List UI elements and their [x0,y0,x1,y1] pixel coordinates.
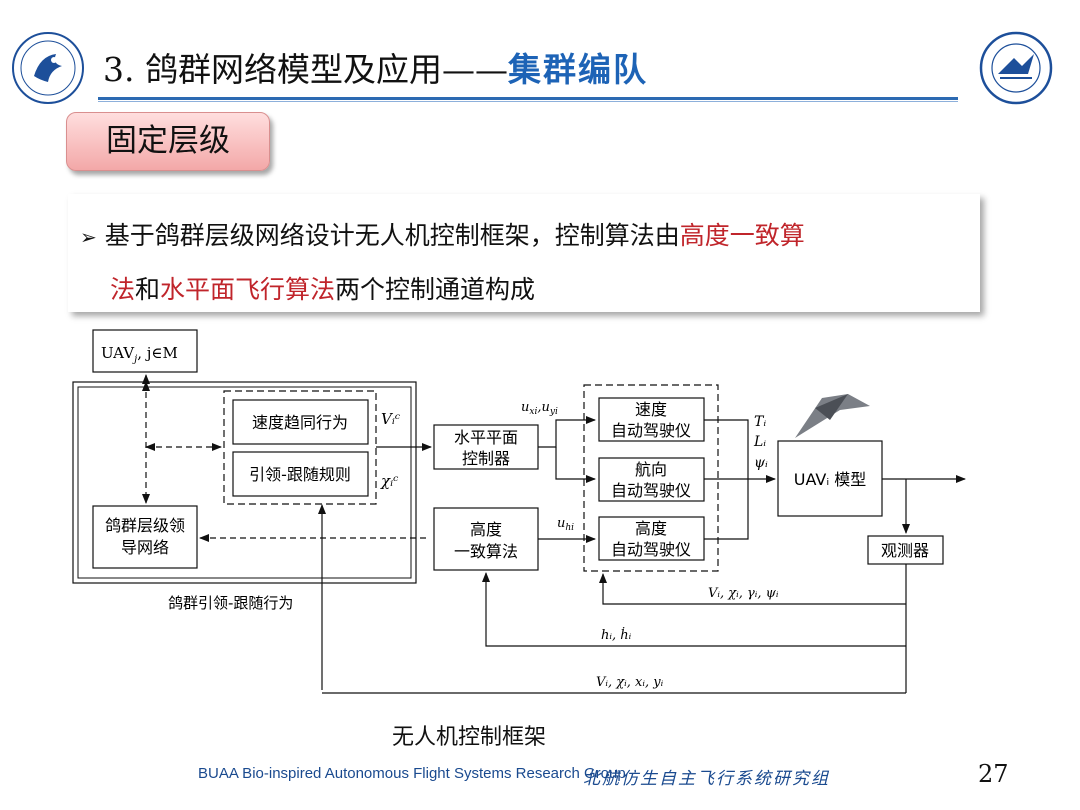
altitude-consensus-box [433,507,539,571]
diagram-caption: 无人机控制框架 [392,725,547,750]
vic-label: Vᵢᶜ [381,410,400,428]
uav-j-label: UAVj, j∈M [101,344,178,365]
page-title: 3. 鸽群网络模型及应用——集群编队 [103,43,648,91]
altitude-autopilot-label-1: 高度 [635,519,667,538]
title-text: 3. 鸽群网络模型及应用 [103,50,442,89]
speed-autopilot-box [598,397,705,442]
feedback-label-3: Vᵢ, χᵢ, xᵢ, yᵢ [596,675,664,690]
page-number: 27 [978,760,1009,788]
bullet-marker: ➢ [80,225,97,249]
leader-follower-label: 引领-跟随规则 [249,465,351,484]
horizontal-controller-label-2: 控制器 [462,449,510,468]
bullet-text-2: 和 [135,275,161,304]
uxy-label: uxi,uyi [521,400,558,417]
bullet-highlight-2: 法 [110,275,136,304]
thrust-label: Tᵢ [754,414,766,430]
speed-behavior-box [232,399,369,445]
line-altitude-out [704,479,749,540]
bullet-box: ➢ 基于鸽群层级网络设计无人机控制框架，控制算法由高度一致算 法和水平面飞行算法两… [68,194,980,312]
altitude-consensus-label-1: 高度 [470,520,502,539]
uav-model-box [777,440,883,517]
horizontal-controller-label-1: 水平平面 [454,428,518,447]
bullet-text-3: 两个控制通道构成 [335,275,536,304]
hierarchy-network-label-1: 鸽群层级领 [105,516,185,535]
arrow-to-heading-ap [555,447,596,483]
heading-autopilot-label-2: 自动驾驶仪 [611,481,691,500]
aircraft-icon [795,394,870,438]
feedback-to-autopilot [599,573,906,605]
title-subtitle: 集群编队 [507,50,648,89]
university-seal [978,30,1054,110]
altitude-consensus-label-2: 一致算法 [454,542,518,561]
outer-frame-label: 鸽群引领-跟随行为 [168,594,293,612]
xic-label: χᵢᶜ [380,472,398,490]
bullet-highlight-1: 高度一致算 [679,221,805,250]
footer-chinese: 北航仿生自主飞行系统研究组 [583,769,830,789]
feedback-label-1: Vᵢ, χᵢ, γᵢ, ψᵢ [708,586,779,601]
altitude-autopilot-label-2: 自动驾驶仪 [611,540,691,559]
line-speed-out [704,419,749,479]
hierarchy-network-label-2: 导网络 [121,538,169,557]
uh-label: uhi [557,516,574,533]
horizontal-controller-box [433,424,539,470]
altitude-autopilot-box [598,516,705,561]
header-rule-thin [98,101,958,102]
bullet-text-1: 基于鸽群层级网络设计无人机控制框架，控制算法由 [104,221,680,250]
title-dash: —— [441,50,508,89]
speed-behavior-label: 速度趋同行为 [252,413,348,432]
speed-autopilot-label-2: 自动驾驶仪 [611,421,691,440]
speed-autopilot-label-1: 速度 [635,400,667,419]
observer-label: 观测器 [881,541,929,560]
bullet-highlight-3: 水平面飞行算法 [160,275,336,304]
outer-frame-inner [77,386,412,579]
autopilot-dashed-box [583,384,719,572]
footer-english: BUAA Bio-inspired Autonomous Flight Syst… [198,765,626,782]
uav-model-label: UAVᵢ 模型 [794,470,867,489]
heading-autopilot-box [598,457,705,502]
lab-logo [10,30,86,110]
bullet-line-2: 法和水平面飞行算法两个控制通道构成 [110,270,535,306]
arrow-to-speed-ap [538,416,596,448]
heading-autopilot-label-1: 航向 [635,460,667,479]
uav-j-box [92,329,198,373]
lift-label: Lᵢ [753,434,766,450]
psi-label: ψᵢ [754,455,768,471]
bullet-line-1: ➢ 基于鸽群层级网络设计无人机控制框架，控制算法由高度一致算 [80,216,805,252]
feedback-label-2: hᵢ, ḣᵢ [601,627,632,643]
section-badge: 固定层级 [66,112,270,171]
observer-box [867,535,944,565]
hierarchy-network-box [92,505,198,569]
leader-follower-box [232,451,369,497]
outer-frame [72,381,417,584]
header-rule [98,97,958,100]
behavior-dashed-box [223,390,377,505]
feedback-to-altitude [482,572,906,647]
